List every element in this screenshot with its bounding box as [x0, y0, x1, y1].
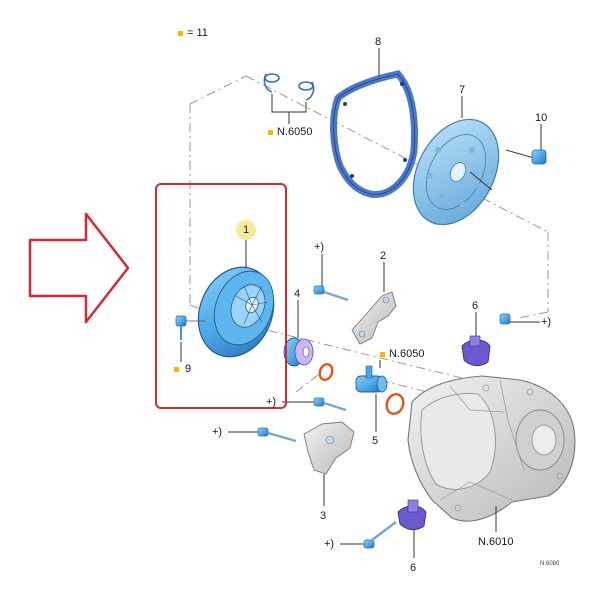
- part-8-housing-gasket: [330, 48, 418, 198]
- callout-part-2: 2: [380, 250, 387, 262]
- part-1-clutch-pressure-plate: [197, 238, 275, 358]
- callout-part-6-upper: 6: [472, 300, 479, 312]
- reference-n6010: N.6010: [478, 536, 514, 548]
- yellow-square-icon: [268, 129, 273, 135]
- part-9-screw: [175, 315, 206, 362]
- callout-part-8: 8: [375, 36, 382, 48]
- mounting-bolts: [228, 254, 540, 549]
- callout-part-1: 1: [236, 220, 256, 240]
- orange-seals: [318, 363, 405, 415]
- callout-part-5: 5: [372, 435, 379, 447]
- bolt-mark-middle: +): [266, 396, 277, 408]
- reference-corner-code: N.6080: [540, 561, 560, 567]
- part-7-flywheel: [412, 96, 500, 226]
- assembly-frame-lines: [189, 75, 549, 401]
- bolt-mark-right: +): [541, 316, 552, 328]
- callout-part-4: 4: [294, 288, 301, 300]
- yellow-square-icon: [174, 367, 179, 372]
- yellow-square-icon: [178, 30, 183, 36]
- yellow-square-icon: [380, 351, 385, 357]
- part-2-release-fork: [351, 262, 397, 345]
- callout-part-9: 9: [185, 363, 192, 375]
- part-5-slave-cylinder: [355, 360, 388, 432]
- part-3-bracket: [303, 421, 355, 506]
- bolt-mark-left: +): [212, 426, 223, 438]
- gearbox-housing: [407, 375, 576, 532]
- highlight-box: [155, 183, 287, 409]
- bolt-mark-upper: +): [314, 241, 325, 253]
- legend: = 11: [178, 27, 208, 39]
- part-6-mounts: [397, 312, 491, 558]
- callout-part-7: 7: [459, 84, 466, 96]
- bolt-mark-bottom: +): [324, 538, 335, 550]
- callout-part-6-lower: 6: [410, 562, 417, 574]
- reference-n6050-top: N.6050: [268, 126, 312, 138]
- legend-text: = 11: [187, 27, 208, 39]
- callout-part-10: 10: [535, 112, 548, 124]
- outline-right-arrow-icon: [28, 212, 130, 324]
- reference-n6050-mid: N.6050: [380, 348, 424, 360]
- part-4-release-bearing: [283, 300, 314, 367]
- part-10-bolt: [505, 124, 547, 165]
- dowel-clips: [263, 73, 315, 124]
- callout-part-3: 3: [320, 510, 327, 522]
